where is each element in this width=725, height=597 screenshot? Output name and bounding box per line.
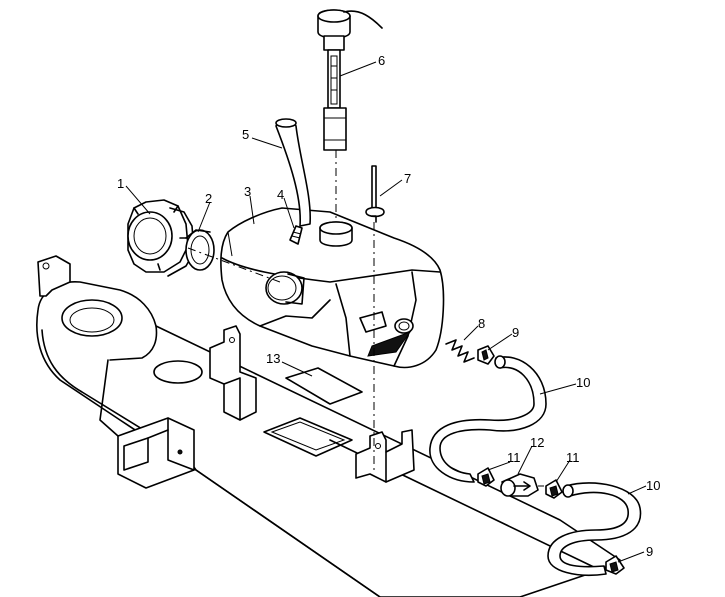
fuel-cap	[127, 199, 195, 277]
clamp-left	[477, 467, 495, 487]
callout-9-upper: 9	[512, 325, 519, 340]
fuel-line-lower	[547, 482, 642, 576]
callout-11-left: 11	[507, 450, 521, 465]
leader-lines	[125, 61, 647, 563]
callout-11-right: 11	[566, 450, 580, 465]
fuel-line-upper	[429, 355, 547, 483]
callout-13: 13	[266, 351, 280, 366]
callout-8: 8	[478, 316, 485, 331]
clamp-lower	[605, 555, 625, 575]
vent-hose	[275, 118, 312, 227]
callout-7: 7	[404, 171, 411, 186]
clamp-upper	[477, 345, 495, 365]
callout-4: 4	[277, 187, 284, 202]
callout-2: 2	[205, 191, 212, 206]
callout-9-lower: 9	[646, 544, 653, 559]
callout-5: 5	[242, 127, 249, 142]
callout-6: 6	[378, 53, 385, 68]
spring	[445, 339, 475, 363]
probe	[365, 165, 385, 223]
gasket	[185, 229, 215, 271]
rubber-pad	[285, 367, 363, 405]
callout-1: 1	[117, 176, 124, 191]
cap-centerline	[187, 247, 281, 283]
callout-labels: 1 2 3 4 5 6 7 8 9 10 11 12 11 10 9 13	[117, 53, 660, 559]
fuel-filter	[500, 473, 544, 497]
fuel-tank	[220, 207, 445, 369]
callout-3: 3	[244, 184, 251, 199]
frame	[36, 255, 621, 597]
clamp-right	[545, 479, 563, 499]
callout-10-upper: 10	[576, 375, 590, 390]
callout-10-lower: 10	[646, 478, 660, 493]
fuel-sender	[317, 9, 383, 151]
callout-12: 12	[530, 435, 544, 450]
